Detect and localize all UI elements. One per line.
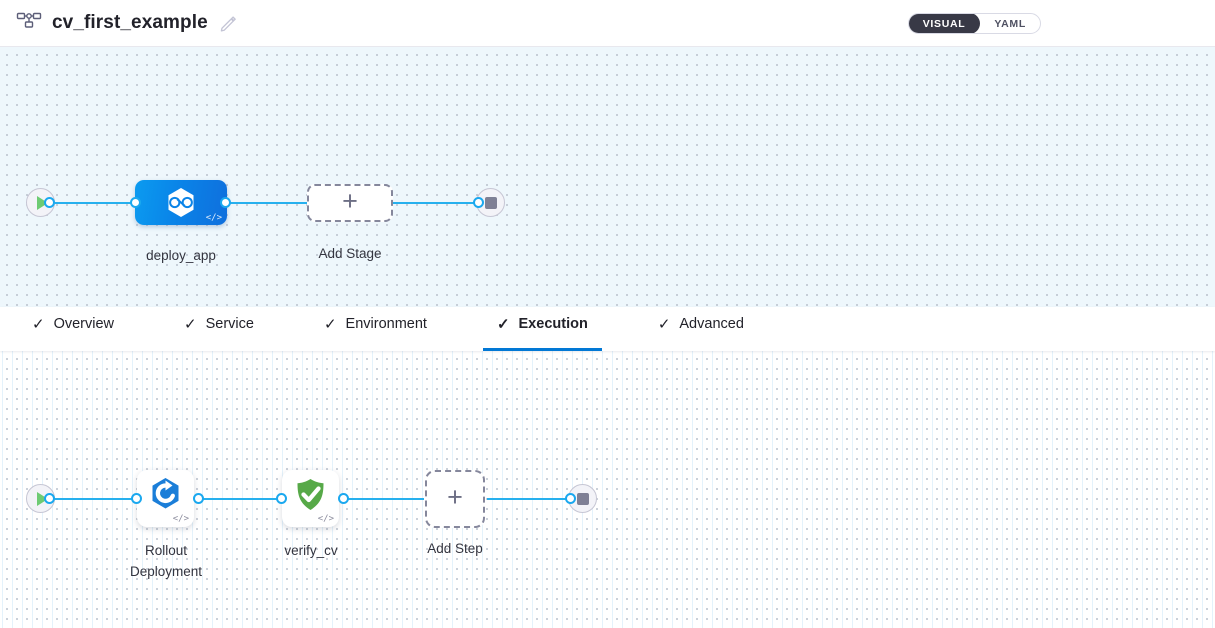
toggle-visual[interactable]: VISUAL <box>908 14 981 33</box>
stage-code-glyph: </> <box>205 213 222 223</box>
port-rollout-in[interactable] <box>131 493 142 504</box>
toggle-yaml[interactable]: YAML <box>994 17 1026 30</box>
harness-cd-hexagon-icon <box>168 188 194 217</box>
tab-overview[interactable]: ✓ Overview <box>18 307 128 351</box>
plus-icon: + <box>447 482 463 512</box>
step-code-glyph: </> <box>317 514 334 524</box>
stage-config-tabs[interactable]: ✓ Overview ✓ Service ✓ Environment ✓ Exe… <box>0 307 1215 351</box>
port-rollout-out[interactable] <box>193 493 204 504</box>
view-mode-toggle[interactable]: VISUAL YAML <box>907 13 1041 34</box>
pipeline-end-node[interactable] <box>476 188 505 217</box>
edge-start-to-stage <box>46 202 138 204</box>
tab-overview-label: Overview <box>53 316 115 332</box>
step-label-rollout-deployment: Rollout Deployment <box>129 543 203 579</box>
edge-start-to-rollout <box>46 498 138 500</box>
add-stage-node[interactable]: + <box>307 184 393 222</box>
port-start-out[interactable] <box>44 197 55 208</box>
step-node-verify-cv[interactable]: </> <box>282 470 339 527</box>
tab-execution-label: Execution <box>518 316 588 332</box>
tab-service[interactable]: ✓ Service <box>170 307 268 351</box>
port-end-in[interactable] <box>473 197 484 208</box>
page-title: cv_first_example <box>52 12 208 33</box>
add-step-label: Add Step <box>427 541 483 556</box>
tab-environment-label: Environment <box>345 316 427 332</box>
green-shield-check-icon <box>297 479 324 510</box>
step-code-glyph: </> <box>172 514 189 524</box>
step-node-rollout-deployment[interactable]: </> <box>137 470 194 527</box>
stage-node-deploy-app[interactable]: </> <box>135 180 227 225</box>
check-icon: ✓ <box>496 315 510 333</box>
port-stage-out[interactable] <box>220 197 231 208</box>
tab-advanced[interactable]: ✓ Advanced <box>644 307 758 351</box>
port-steps-end-in[interactable] <box>565 493 576 504</box>
check-icon: ✓ <box>32 315 45 333</box>
tab-environment[interactable]: ✓ Environment <box>310 307 441 351</box>
stop-icon <box>576 492 589 505</box>
plus-icon: + <box>342 186 358 216</box>
tab-execution[interactable]: ✓ Execution <box>482 307 602 351</box>
play-icon <box>36 491 48 506</box>
tab-advanced-label: Advanced <box>679 316 744 332</box>
port-verify-in[interactable] <box>276 493 287 504</box>
port-verify-out[interactable] <box>338 493 349 504</box>
check-icon: ✓ <box>184 315 197 333</box>
check-icon: ✓ <box>323 315 337 333</box>
edge-verify-to-addstep <box>342 498 424 500</box>
port-steps-start-out[interactable] <box>44 493 55 504</box>
check-icon: ✓ <box>657 315 671 333</box>
edge-stage-to-addstage <box>224 202 310 204</box>
pipeline-flow-icon <box>16 10 42 36</box>
pencil-icon[interactable] <box>218 13 238 33</box>
tab-service-label: Service <box>205 316 254 332</box>
edge-addstage-to-end <box>390 202 482 204</box>
execution-steps-canvas[interactable]: </> Rollout Deployment </> verify_cv + A… <box>0 351 1215 628</box>
add-stage-label: Add Stage <box>318 246 382 261</box>
play-icon <box>36 195 48 210</box>
add-step-node[interactable]: + <box>425 470 485 528</box>
stage-canvas[interactable]: </> deploy_app + Add Stage <box>0 47 1215 307</box>
stop-icon <box>484 196 497 209</box>
stage-label-deploy-app: deploy_app <box>146 248 216 263</box>
app-header: cv_first_example VISUAL YAML <box>0 0 1215 47</box>
edge-rollout-to-verify <box>196 498 282 500</box>
port-stage-in[interactable] <box>130 197 141 208</box>
edge-addstep-to-end <box>487 498 574 500</box>
step-label-verify-cv: verify_cv <box>284 543 338 558</box>
rollout-deployment-hexagon-icon <box>152 478 179 509</box>
